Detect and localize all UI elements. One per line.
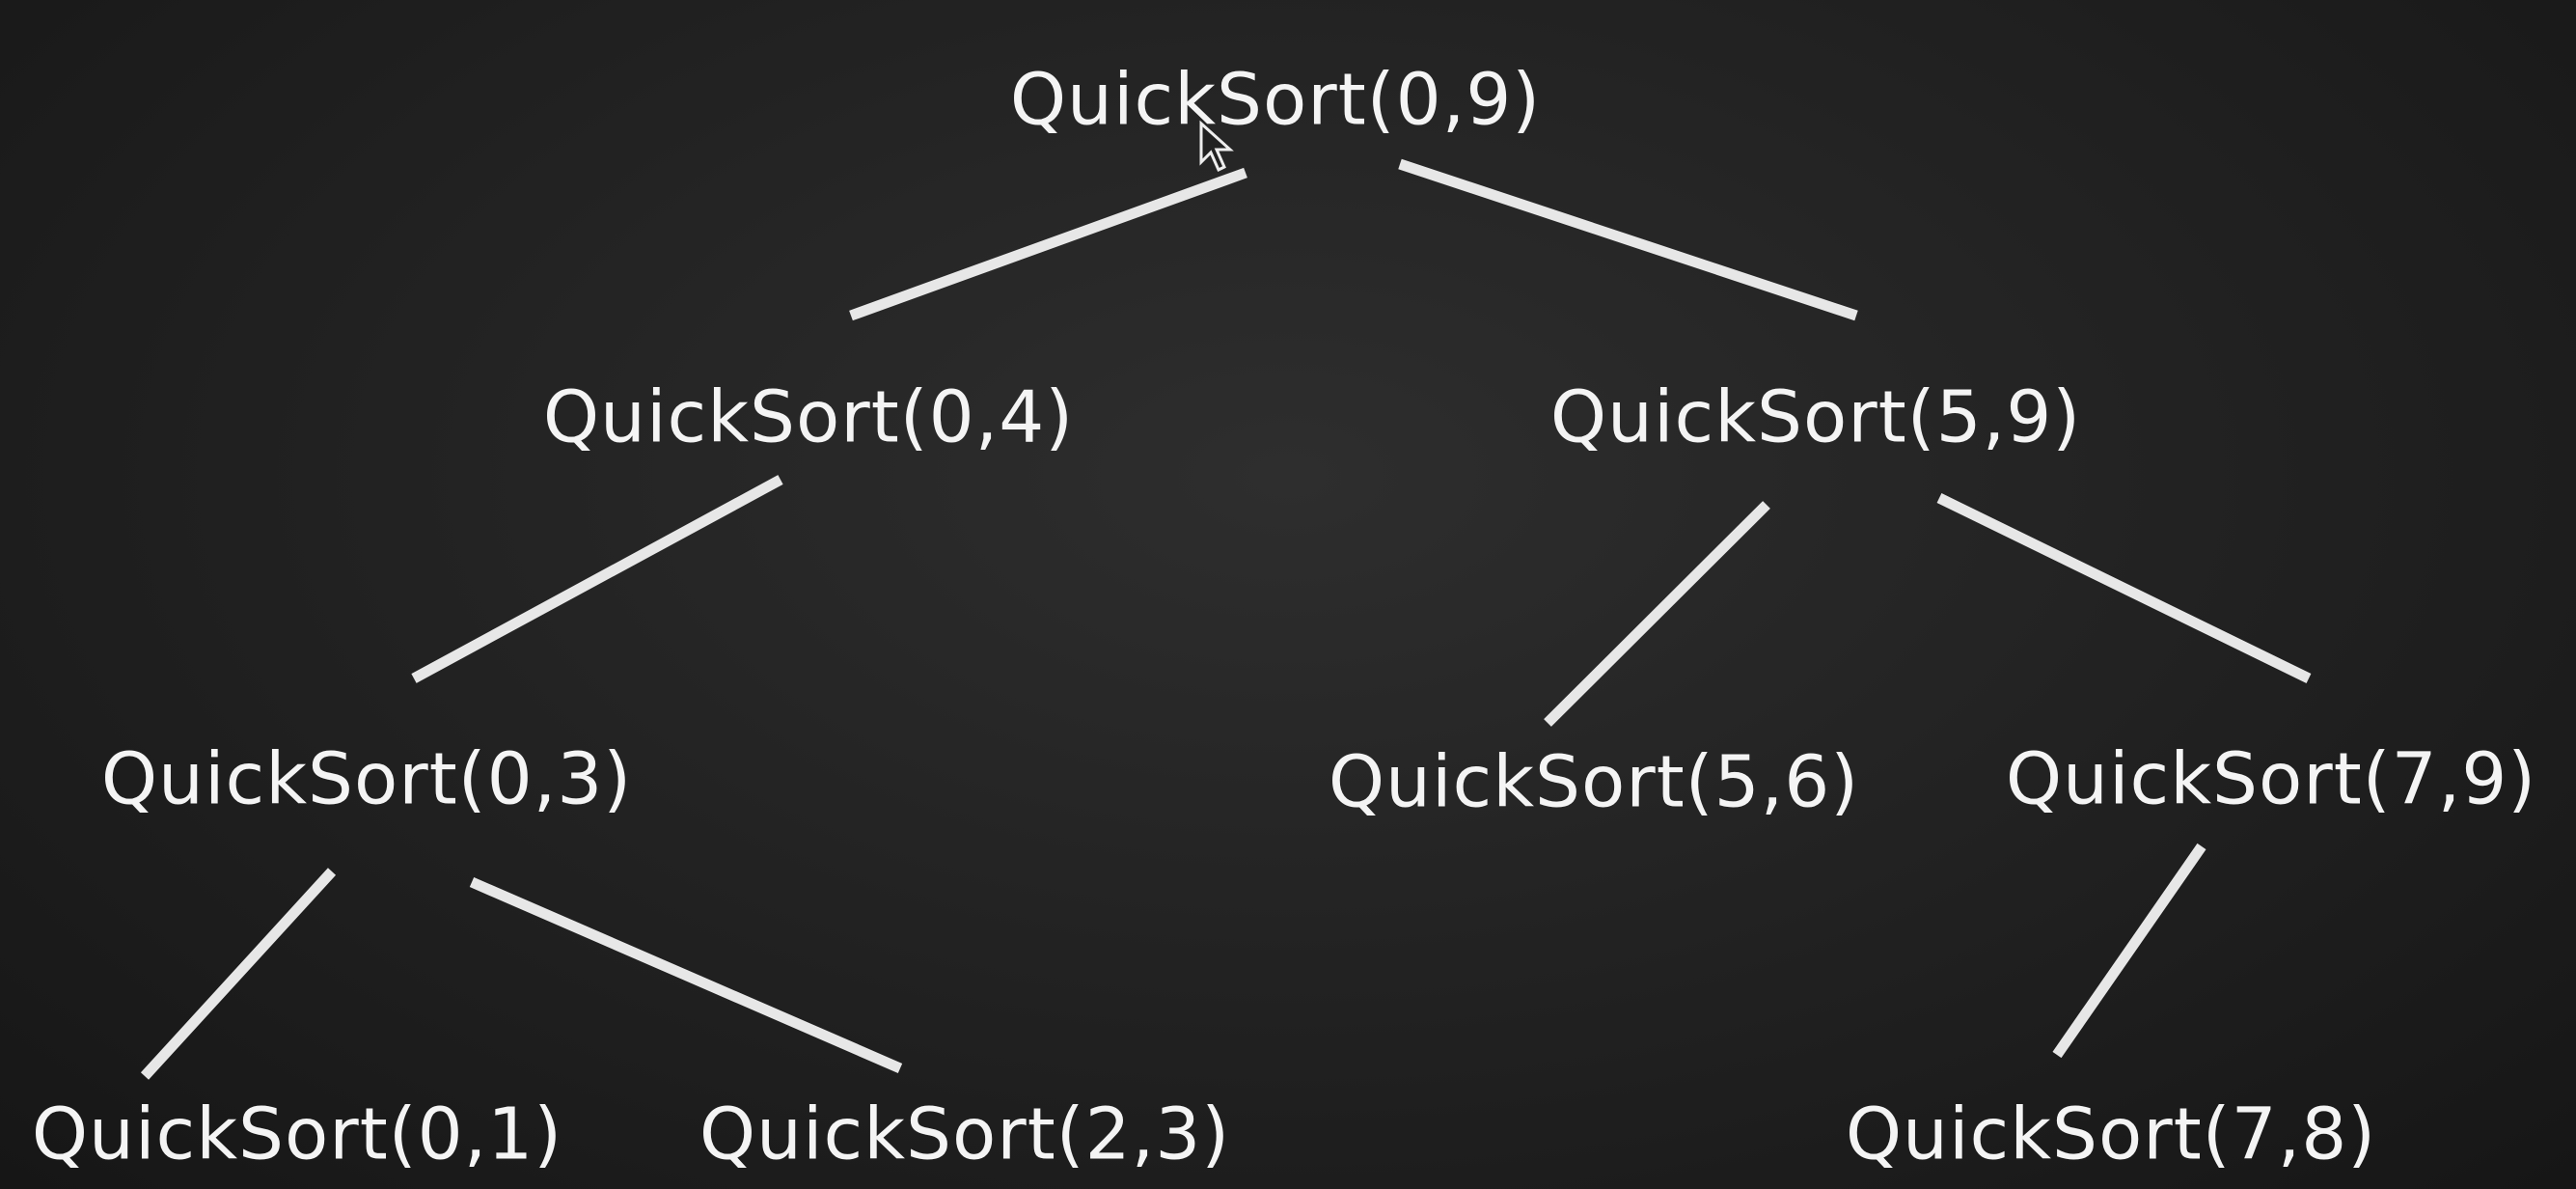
- node-quicksort-0-9: QuickSort(0,9): [1010, 59, 1541, 142]
- edge-0-3-to-0-1: [140, 868, 337, 1080]
- node-quicksort-0-3: QuickSort(0,3): [101, 738, 632, 821]
- node-quicksort-0-4: QuickSort(0,4): [543, 376, 1074, 459]
- node-quicksort-5-6: QuickSort(5,6): [1329, 741, 1859, 824]
- nodes: QuickSort(0,9) QuickSort(0,4) QuickSort(…: [32, 59, 2536, 1176]
- edges: [140, 158, 2312, 1080]
- mouse-cursor-icon: [1199, 120, 1234, 173]
- node-quicksort-0-1: QuickSort(0,1): [32, 1093, 562, 1176]
- node-quicksort-5-9: QuickSort(5,9): [1550, 376, 2081, 459]
- edge-5-9-to-5-6: [1544, 501, 1770, 727]
- node-quicksort-7-9: QuickSort(7,9): [2006, 738, 2536, 821]
- edge-0-4-to-0-3: [411, 475, 783, 683]
- node-quicksort-7-8: QuickSort(7,8): [1846, 1093, 2376, 1176]
- node-quicksort-2-3: QuickSort(2,3): [699, 1093, 1230, 1176]
- edge-0-9-to-0-4: [849, 167, 1247, 321]
- edge-0-3-to-2-3: [469, 876, 903, 1074]
- edge-5-9-to-7-9: [1936, 493, 2312, 683]
- edge-0-9-to-5-9: [1398, 158, 1858, 321]
- edge-7-9-to-7-8: [2052, 843, 2206, 1059]
